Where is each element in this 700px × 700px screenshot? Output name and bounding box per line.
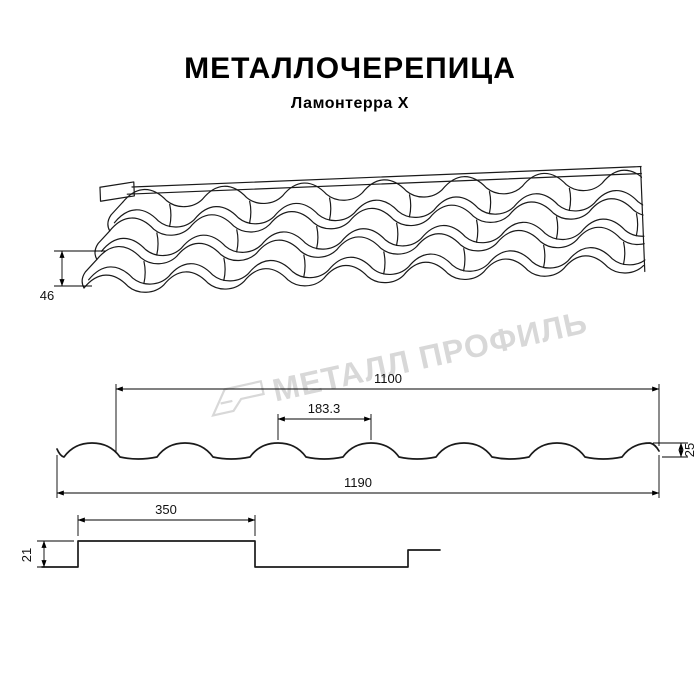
dim-profile-height-label: 25	[682, 443, 697, 457]
watermark-logo-icon	[211, 379, 265, 417]
dim-step-height: 21	[19, 540, 74, 568]
tile-row-1-top	[87, 244, 648, 288]
sheet-right-edge	[639, 165, 646, 273]
dim-overall-width-label: 1190	[344, 475, 372, 490]
dim-sheet-left-height: 46	[40, 250, 106, 303]
sheet-back-edge	[126, 165, 643, 195]
tile-row-1	[82, 252, 645, 296]
page-title: МЕТАЛЛОЧЕРЕПИЦА	[184, 52, 516, 85]
dim-wave-pitch: 183.3	[277, 401, 372, 440]
sheet-left-edge	[81, 201, 124, 289]
dim-module-length: 350	[77, 502, 256, 536]
ridge-tab	[99, 181, 135, 202]
perspective-view	[81, 165, 648, 296]
watermark-text: МЕТАЛЛ ПРОФИЛЬ	[269, 304, 591, 409]
watermark: МЕТАЛЛ ПРОФИЛЬ	[211, 304, 591, 417]
dim-overall-width: 1190	[56, 455, 660, 498]
dim-step-height-label: 21	[19, 548, 34, 562]
step-profile: 350 21	[19, 502, 441, 568]
dim-profile-height: 25	[653, 442, 697, 458]
dim-sheet-left-height-label: 46	[40, 288, 54, 303]
dim-cover-width-label: 1100	[374, 371, 402, 386]
page-subtitle: Ламонтерра X	[291, 95, 409, 112]
cross-section-profile: 1100 183.3 25 1190	[56, 371, 697, 498]
profile-curve	[56, 442, 660, 460]
dim-wave-pitch-label: 183.3	[308, 401, 341, 416]
step-curve	[41, 540, 441, 568]
title-block: МЕТАЛЛОЧЕРЕПИЦА Ламонтерра X	[0, 52, 700, 113]
dim-cover-width: 1100	[115, 371, 660, 452]
dim-module-length-label: 350	[155, 502, 177, 517]
